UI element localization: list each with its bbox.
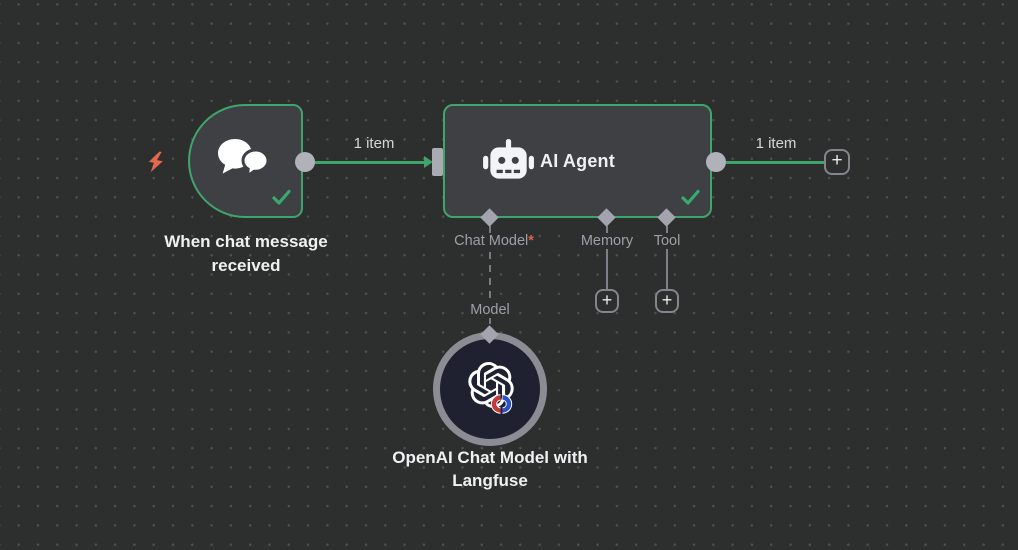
node-label-openai: OpenAI Chat Model with Langfuse (392, 448, 588, 490)
agent-input-handle[interactable] (432, 148, 443, 176)
chat-bubbles-icon (213, 135, 273, 190)
agent-output-handle[interactable] (706, 152, 726, 172)
openai-logo-icon (468, 362, 514, 413)
plus-icon: + (601, 289, 613, 310)
connection-agent-output[interactable] (726, 161, 824, 164)
trigger-output-handle[interactable] (295, 152, 315, 172)
port-label-chat-model: Chat Model* (450, 233, 538, 249)
add-next-node-button[interactable]: + (824, 149, 850, 175)
success-check-icon (681, 189, 700, 210)
node-openai-chat-model[interactable] (433, 332, 547, 446)
node-label-trigger: When chat message received (164, 232, 328, 275)
connection-trigger-to-agent[interactable] (313, 161, 429, 164)
success-check-icon (272, 189, 291, 210)
connection-memory-stub[interactable] (606, 226, 608, 290)
connection-chat-model-link[interactable] (488, 226, 491, 333)
plus-icon: + (661, 289, 673, 310)
port-label-tool: Tool (649, 233, 685, 249)
plus-icon: + (831, 150, 843, 171)
node-title-ai-agent: AI Agent (540, 150, 615, 171)
node-when-chat-message-received[interactable] (188, 104, 303, 218)
lightning-icon (146, 151, 166, 178)
port-label-text: Chat Model (454, 233, 529, 249)
node-ai-agent[interactable]: AI Agent (443, 104, 712, 218)
robot-icon (481, 139, 535, 192)
required-asterisk: * (528, 233, 534, 249)
port-label-memory: Memory (576, 233, 638, 249)
connection-arrow-icon (424, 156, 433, 168)
connection-items-label: 1 item (353, 135, 395, 152)
connection-items-label: 1 item (755, 135, 797, 152)
langfuse-badge-icon (489, 394, 514, 419)
connection-model-label: Model (466, 302, 514, 318)
add-tool-button[interactable]: + (655, 289, 679, 313)
connection-tool-stub[interactable] (666, 226, 668, 290)
add-memory-button[interactable]: + (595, 289, 619, 313)
